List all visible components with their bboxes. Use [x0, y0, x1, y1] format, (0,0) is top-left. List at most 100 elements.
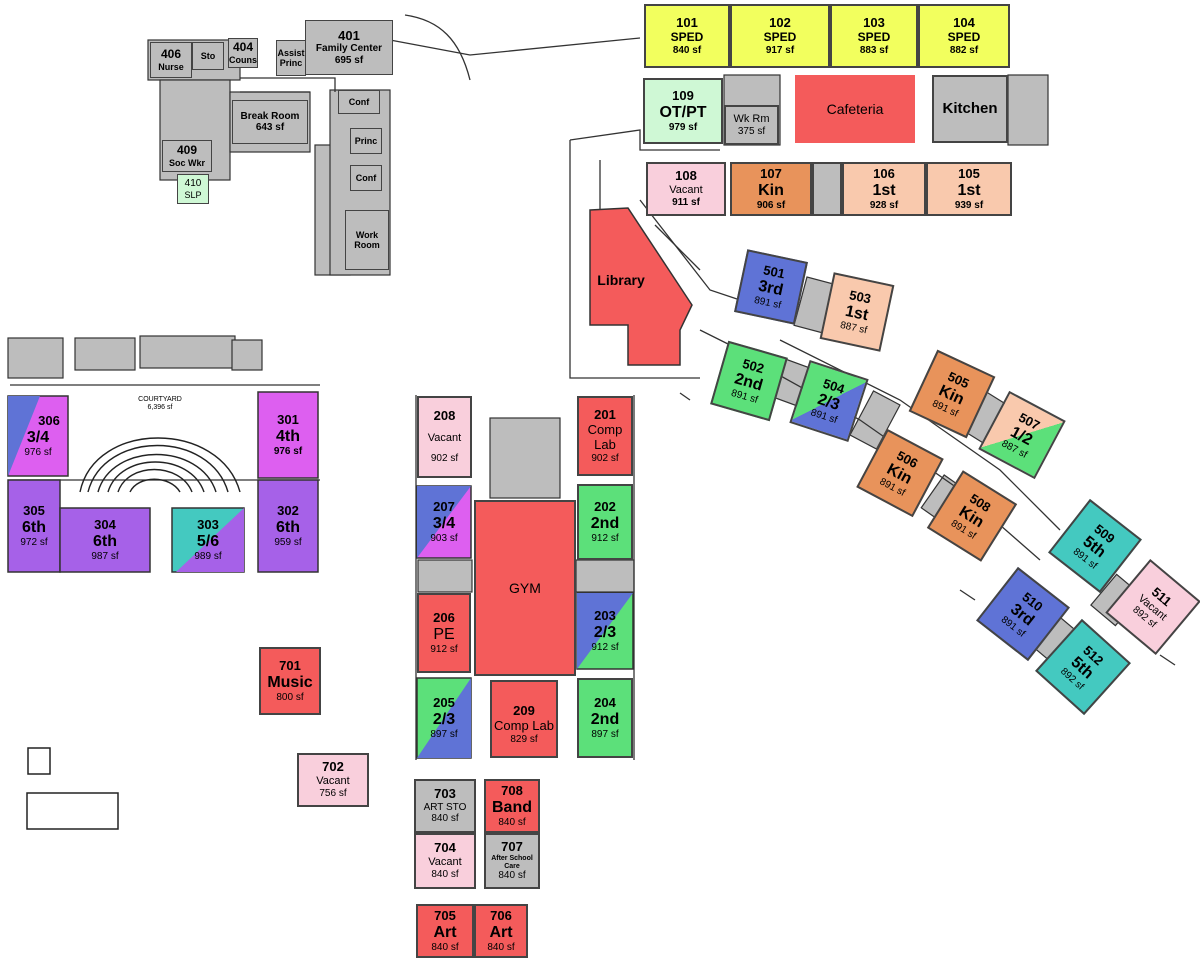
- work-room-small[interactable]: Wk Rm 375 sf: [724, 105, 779, 145]
- room-208[interactable]: 208 Vacant 902 sf: [417, 396, 472, 478]
- room-401[interactable]: 401 Family Center 695 sf: [305, 20, 393, 75]
- room-area: 883 sf: [859, 44, 889, 56]
- cafeteria[interactable]: Cafeteria: [795, 75, 915, 143]
- room-703[interactable]: 703 ART STO 840 sf: [414, 779, 476, 833]
- room-206[interactable]: 206 PE 912 sf: [417, 593, 471, 673]
- room-name: Art: [433, 923, 457, 941]
- room-name: 6th: [22, 518, 46, 536]
- room-area: 972 sf: [20, 536, 48, 548]
- room-name: Conf: [355, 172, 377, 183]
- room-number: 105: [958, 165, 980, 181]
- room-705[interactable]: 705 Art 840 sf: [416, 904, 474, 958]
- room-area: 976 sf: [24, 446, 52, 458]
- room-304[interactable]: 304 6th 987 sf: [60, 508, 150, 572]
- room-name: ART STO: [423, 801, 467, 813]
- room-area: 912 sf: [430, 643, 458, 655]
- room-101[interactable]: 101 SPED 840 sf: [644, 4, 730, 68]
- room-area: 882 sf: [949, 44, 979, 56]
- room-name: Nurse: [158, 61, 184, 72]
- room-109[interactable]: 109 OT/PT 979 sf: [643, 78, 723, 144]
- room-103[interactable]: 103 SPED 883 sf: [830, 4, 918, 68]
- room-203[interactable]: 203 2/3 912 sf: [577, 593, 633, 669]
- room-area: 939 sf: [954, 199, 984, 211]
- room-108[interactable]: 108 Vacant 911 sf: [646, 162, 726, 216]
- room-410[interactable]: 410 SLP: [177, 174, 209, 204]
- room-name: Comp Lab: [494, 718, 554, 734]
- room-201[interactable]: 201 Comp Lab 902 sf: [577, 396, 633, 476]
- room-number: 306: [38, 412, 60, 428]
- room-406[interactable]: 406 Nurse: [150, 42, 192, 78]
- gym[interactable]: GYM: [474, 500, 576, 676]
- room-name: 2/3: [593, 623, 617, 641]
- room-501[interactable]: 501 3rd 891 sf: [734, 249, 808, 325]
- room-number: 104: [953, 14, 975, 30]
- room-area: 911 sf: [672, 197, 700, 209]
- room-area: 643 sf: [255, 122, 285, 133]
- room-107[interactable]: 107 Kin 906 sf: [730, 162, 812, 216]
- courtyard-label: COURTYARD: [138, 396, 182, 403]
- room-702[interactable]: 702 Vacant 756 sf: [297, 753, 369, 807]
- room-area: 829 sf: [510, 734, 538, 746]
- room-303[interactable]: 303 5/6 989 sf: [172, 508, 244, 572]
- room-area: 959 sf: [274, 536, 302, 548]
- conference-room-1[interactable]: Conf: [338, 90, 380, 114]
- room-number: 102: [769, 14, 791, 30]
- room-number: 208: [433, 408, 456, 424]
- room-301[interactable]: 301 4th 976 sf: [258, 392, 318, 478]
- room-area: 840 sf: [431, 869, 459, 881]
- conference-room-2[interactable]: Conf: [350, 165, 382, 191]
- room-number: 203: [594, 607, 616, 623]
- room-name: Band: [492, 798, 532, 816]
- room-205[interactable]: 205 2/3 897 sf: [417, 678, 471, 758]
- room-105[interactable]: 105 1st 939 sf: [926, 162, 1012, 216]
- room-306[interactable]: 306 3/4 976 sf: [8, 396, 68, 476]
- room-number: 101: [676, 14, 698, 30]
- room-number: 706: [490, 907, 512, 923]
- room-104[interactable]: 104 SPED 882 sf: [918, 4, 1010, 68]
- room-name: Vacant: [428, 856, 462, 869]
- room-area: 928 sf: [869, 199, 899, 211]
- kitchen[interactable]: Kitchen: [932, 75, 1008, 143]
- room-302[interactable]: 302 6th 959 sf: [258, 480, 318, 572]
- room-number: 704: [434, 840, 456, 856]
- room-area: 897 sf: [430, 728, 458, 740]
- room-name: OT/PT: [659, 103, 707, 121]
- room-209[interactable]: 209 Comp Lab 829 sf: [490, 680, 558, 758]
- room-number: 209: [513, 703, 535, 719]
- break-room[interactable]: Break Room 643 sf: [232, 100, 308, 144]
- room-area: 902 sf: [430, 453, 459, 465]
- room-number: 301: [277, 411, 299, 427]
- room-area: 903 sf: [430, 532, 458, 544]
- room-name: Music: [267, 673, 313, 691]
- room-name: 1st: [872, 181, 896, 199]
- room-name: Conf: [348, 96, 370, 107]
- room-name: Soc Wkr: [168, 157, 205, 168]
- room-number: 108: [675, 168, 697, 184]
- room-701[interactable]: 701 Music 800 sf: [259, 647, 321, 715]
- room-409[interactable]: 409 Soc Wkr: [162, 140, 212, 172]
- storage-room[interactable]: Sto: [192, 42, 224, 70]
- room-707[interactable]: 707 After School Care 840 sf: [484, 833, 540, 889]
- work-room[interactable]: Work Room: [345, 210, 389, 270]
- room-102[interactable]: 102 SPED 917 sf: [730, 4, 830, 68]
- room-name: Work Room: [354, 229, 380, 250]
- room-area: 912 sf: [591, 532, 619, 544]
- room-404[interactable]: 404 Couns: [228, 38, 258, 68]
- room-207[interactable]: 207 3/4 903 sf: [417, 486, 471, 558]
- room-708[interactable]: 708 Band 840 sf: [484, 779, 540, 833]
- room-704[interactable]: 704 Vacant 840 sf: [414, 833, 476, 889]
- principal-office[interactable]: Princ: [350, 128, 382, 154]
- room-name: Art: [489, 923, 513, 941]
- room-204[interactable]: 204 2nd 897 sf: [577, 678, 633, 758]
- room-305[interactable]: 305 6th 972 sf: [8, 480, 60, 572]
- library[interactable]: Library: [592, 262, 650, 298]
- assistant-principal-office[interactable]: Assist Princ: [276, 40, 306, 76]
- room-name: 4th: [276, 427, 300, 445]
- room-202[interactable]: 202 2nd 912 sf: [577, 484, 633, 560]
- room-706[interactable]: 706 Art 840 sf: [474, 904, 528, 958]
- room-106[interactable]: 106 1st 928 sf: [842, 162, 926, 216]
- room-number: 206: [433, 609, 455, 625]
- room-name: Kitchen: [942, 100, 998, 118]
- room-name: 2nd: [590, 514, 620, 532]
- room-area: 840 sf: [498, 870, 526, 882]
